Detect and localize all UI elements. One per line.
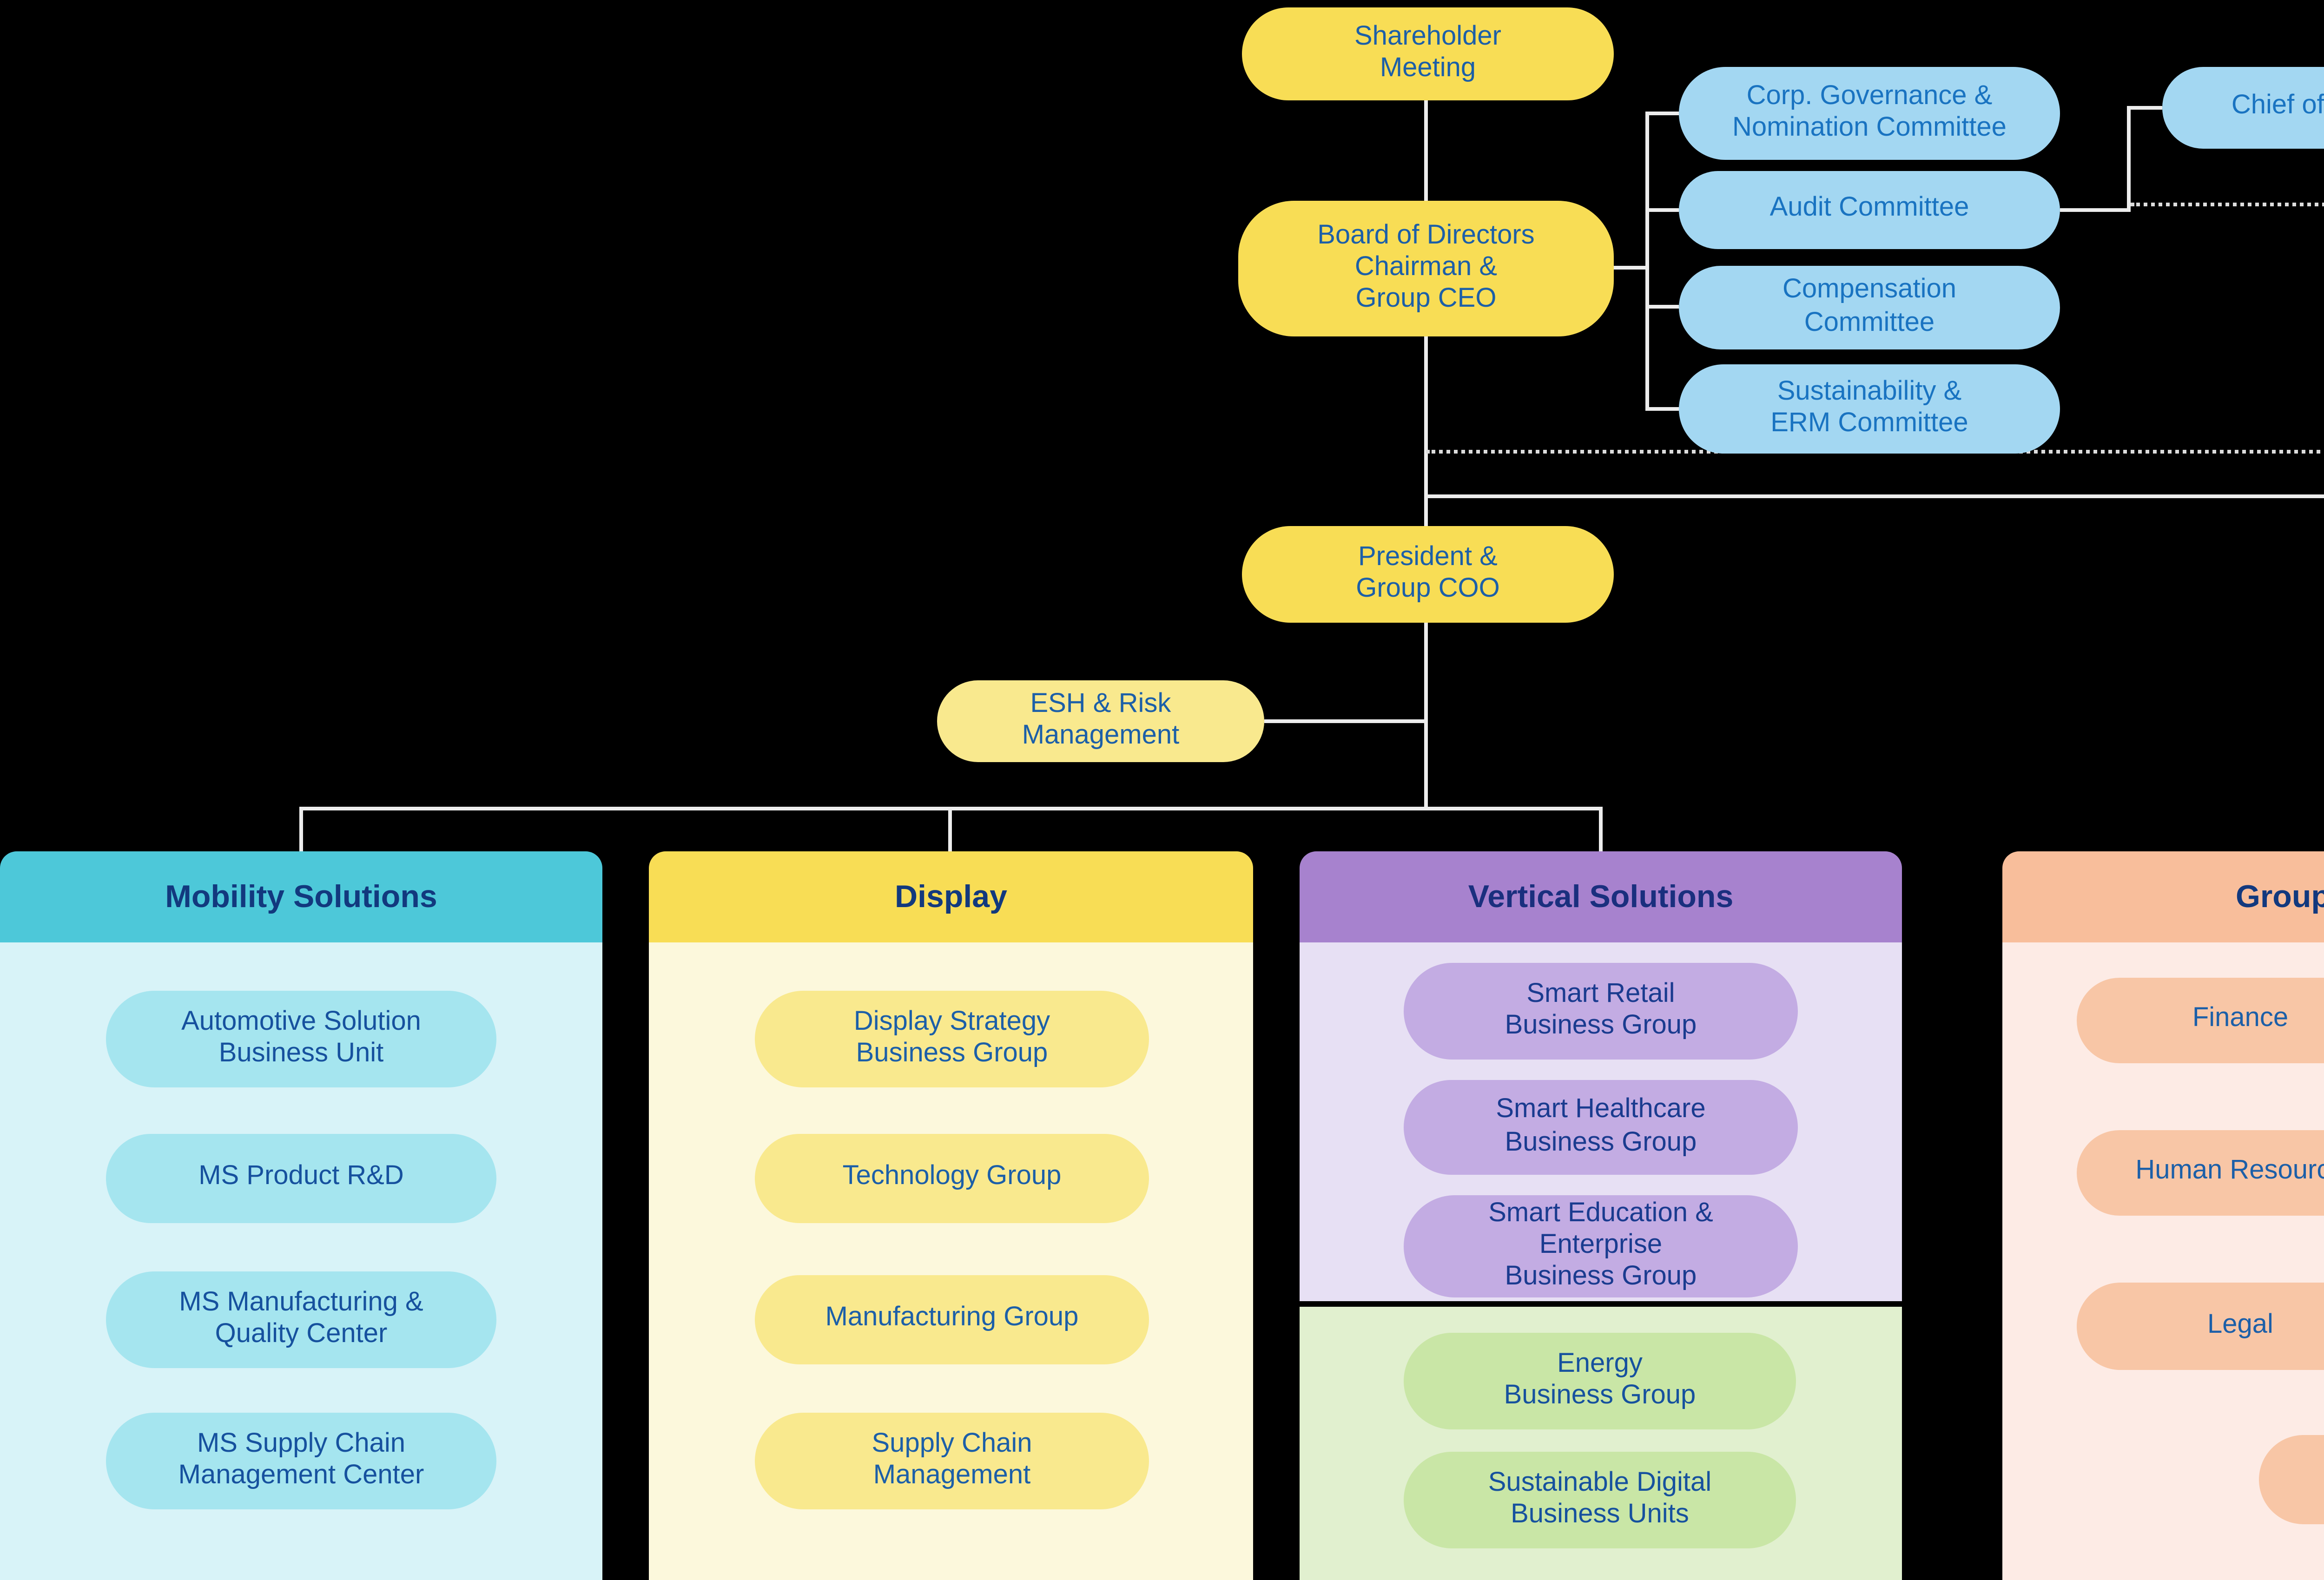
pill-energy-business-group: Energy Business Group <box>1404 1333 1796 1429</box>
committee-sustainability-erm: Sustainability & ERM Committee <box>1679 364 2060 454</box>
pill-ms-manufacturing-quality-center: MS Manufacturing & Quality Center <box>106 1271 496 1368</box>
connector-line <box>1264 719 1426 723</box>
pill-supply-chain-management: Supply Chain Management <box>755 1413 1149 1509</box>
pill-ms-supply-chain-management-center: MS Supply Chain Management Center <box>106 1413 496 1509</box>
connector-line <box>1645 112 1679 115</box>
committee-audit: Audit Committee <box>1679 171 2060 249</box>
connector-line <box>1645 407 1679 411</box>
connector-line <box>948 807 952 851</box>
connector-line <box>2127 106 2131 212</box>
connector-line <box>1424 494 2324 498</box>
node-board-of-directors: Board of Directors Chairman & Group CEO <box>1238 201 1614 336</box>
pill-smart-retail-business-group: Smart Retail Business Group <box>1404 963 1798 1060</box>
committee-compensation: Compensation Committee <box>1679 266 2060 349</box>
connector-line <box>299 807 303 851</box>
connector-line <box>1424 336 1428 526</box>
connector-line <box>2127 106 2162 110</box>
column-header-display: Display <box>649 851 1253 942</box>
committee-corp-governance-nomination: Corp. Governance & Nomination Committee <box>1679 67 2060 160</box>
node-president-group-coo: President & Group COO <box>1242 526 1614 623</box>
pill-display-strategy-business-group: Display Strategy Business Group <box>755 991 1149 1087</box>
pill-human-resource: Human Resource <box>2077 1130 2324 1216</box>
connector-line <box>1645 305 1679 309</box>
pill-manufacturing-group: Manufacturing Group <box>755 1275 1149 1364</box>
node-esh-risk-management: ESH & Risk Management <box>937 680 1264 762</box>
connector-line <box>1645 112 1649 411</box>
pill-technology-group: Technology Group <box>755 1134 1149 1223</box>
connector-line <box>1645 208 1679 212</box>
node-chief-of-compliance: Chief of Compliance <box>2162 67 2324 149</box>
pill-sustainable-digital-business-units: Sustainable Digital Business Units <box>1404 1452 1796 1548</box>
node-shareholder-meeting: Shareholder Meeting <box>1242 7 1614 100</box>
pill-legal: Legal <box>2077 1283 2324 1370</box>
connector-line <box>1424 623 1428 809</box>
pill-ms-product-rd: MS Product R&D <box>106 1134 496 1223</box>
pill-smart-education-enterprise-business-group: Smart Education & Enterprise Business Gr… <box>1404 1195 1798 1297</box>
column-header-vertical-solutions: Vertical Solutions <box>1300 851 1902 942</box>
connector-line <box>1614 266 1647 270</box>
dotted-connector-line <box>2131 203 2324 206</box>
pill-smart-healthcare-business-group: Smart Healthcare Business Group <box>1404 1080 1798 1175</box>
connector-line <box>2060 208 2131 212</box>
connector-line <box>1599 807 1603 851</box>
pill-finance: Finance <box>2077 978 2324 1063</box>
connector-line <box>1424 100 1428 201</box>
pill-automotive-solution-business-unit: Automotive Solution Business Unit <box>106 991 496 1087</box>
column-header-group-infrastructure: Group Infrastructure Unit <box>2002 851 2324 942</box>
column-header-mobility: Mobility Solutions <box>0 851 602 942</box>
